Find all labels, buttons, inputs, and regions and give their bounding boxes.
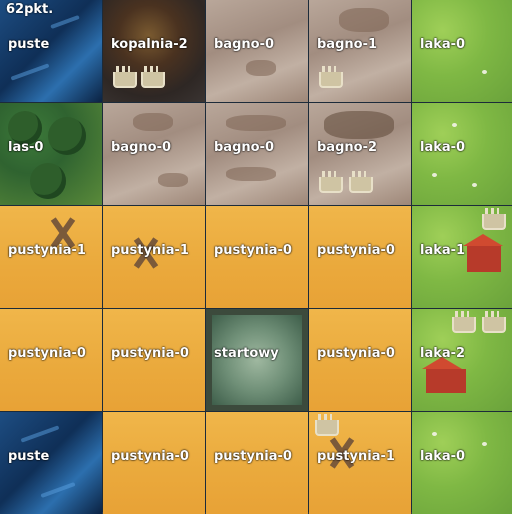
tile-meadow[interactable]: laka-1 (412, 206, 512, 308)
tile-desert[interactable]: pustynia-0 (309, 309, 411, 411)
tile-desert[interactable]: pustynia-0 (206, 412, 308, 514)
tile-desert[interactable]: pustynia-0 (103, 412, 205, 514)
tile-label: puste (8, 449, 50, 464)
tile-swamp[interactable]: bagno-0 (206, 103, 308, 205)
tile-meadow[interactable]: laka-0 (412, 103, 512, 205)
tile-label: bagno-0 (214, 37, 275, 52)
tile-label: laka-0 (420, 37, 466, 52)
tile-desert[interactable]: pustynia-0 (206, 206, 308, 308)
tile-empty[interactable]: puste (0, 412, 102, 514)
tile-label: pustynia-0 (111, 449, 189, 464)
tile-label: bagno-0 (214, 140, 275, 155)
tile-label: laka-0 (420, 140, 466, 155)
tile-label: las-0 (8, 140, 44, 155)
tile-label: pustynia-0 (317, 346, 395, 361)
tile-desert[interactable]: pustynia-1 (0, 206, 102, 308)
tile-label: kopalnia-2 (111, 37, 188, 52)
tile-label: pustynia-0 (317, 243, 395, 258)
tile-swamp[interactable]: bagno-0 (103, 103, 205, 205)
tile-swamp[interactable]: bagno-2 (309, 103, 411, 205)
tile-label: bagno-0 (111, 140, 172, 155)
tile-forest[interactable]: las-0 (0, 103, 102, 205)
tile-desert[interactable]: pustynia-0 (0, 309, 102, 411)
tile-label: laka-0 (420, 449, 466, 464)
score-label: 62pkt. (6, 2, 54, 17)
tile-desert[interactable]: pustynia-0 (309, 206, 411, 308)
tile-label: pustynia-1 (8, 243, 86, 258)
tile-desert[interactable]: pustynia-0 (103, 309, 205, 411)
tile-meadow[interactable]: laka-0 (412, 0, 512, 102)
tile-label: laka-1 (420, 243, 466, 258)
tile-label: laka-2 (420, 346, 466, 361)
tile-label: bagno-1 (317, 37, 378, 52)
tile-swamp[interactable]: bagno-1 (309, 0, 411, 102)
tile-desert[interactable]: pustynia-1 (309, 412, 411, 514)
tile-label: pustynia-0 (8, 346, 86, 361)
tile-label: puste (8, 37, 50, 52)
tile-meadow[interactable]: laka-0 (412, 412, 512, 514)
tile-label: startowy (214, 346, 279, 361)
tile-label: pustynia-0 (214, 243, 292, 258)
tile-mine[interactable]: kopalnia-2 (103, 0, 205, 102)
tile-label: pustynia-1 (111, 243, 189, 258)
tile-empty[interactable]: puste (0, 0, 102, 102)
tile-meadow[interactable]: laka-2 (412, 309, 512, 411)
tile-desert[interactable]: pustynia-1 (103, 206, 205, 308)
tile-label: pustynia-0 (111, 346, 189, 361)
tile-start[interactable]: startowy (206, 309, 308, 411)
tile-label: pustynia-0 (214, 449, 292, 464)
tile-label: bagno-2 (317, 140, 378, 155)
tile-swamp[interactable]: bagno-0 (206, 0, 308, 102)
tile-label: pustynia-1 (317, 449, 395, 464)
